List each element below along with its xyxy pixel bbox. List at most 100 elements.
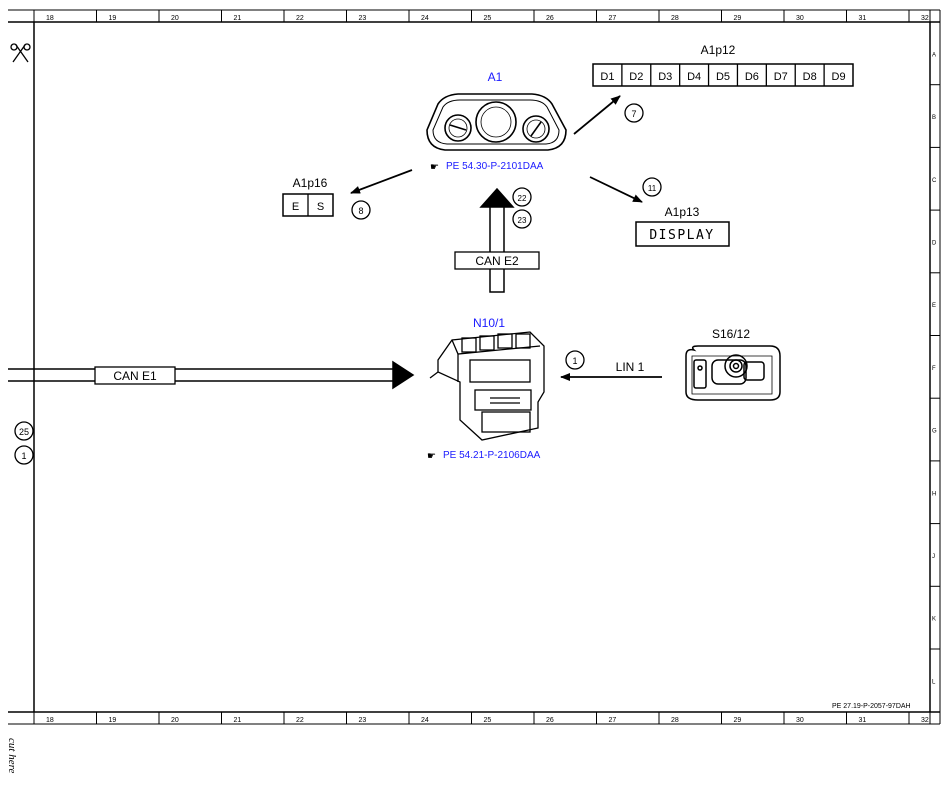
row-letter: A [932, 52, 936, 58]
column-number: 23 [359, 15, 367, 22]
can-e2-label: CAN E2 [475, 254, 519, 268]
arrow-a1-to-a1p16 [350, 169, 413, 194]
a1p16-cell: S [317, 201, 324, 213]
column-number: 27 [609, 717, 617, 724]
row-letter: C [932, 178, 937, 184]
callout-25: 25 [14, 421, 34, 441]
a1-reference-link[interactable]: PE 54.30-P-2101DAA [446, 161, 544, 172]
column-number: 26 [546, 717, 554, 724]
column-number: 32 [921, 15, 929, 22]
column-number: 32 [921, 717, 929, 724]
row-letter: E [932, 303, 936, 309]
svg-text:22: 22 [518, 194, 527, 203]
column-number: 30 [796, 717, 804, 724]
column-number: 26 [546, 15, 554, 22]
hand-pointer-icon: ☛ [427, 451, 436, 462]
svg-text:1: 1 [21, 451, 26, 461]
row-letter: L [932, 679, 936, 685]
column-number: 24 [421, 717, 429, 724]
a1p13-box [635, 221, 730, 247]
document-reference: PE 27.19-P-2057-97DAH [832, 703, 911, 710]
lin1-label: LIN 1 [616, 360, 645, 374]
row-letter: H [932, 491, 936, 497]
svg-text:11: 11 [648, 184, 657, 193]
row-letter: F [932, 366, 936, 372]
column-number: 22 [296, 15, 304, 22]
a1p12-cell: D7 [774, 71, 788, 83]
can-e2-label-box [454, 251, 540, 270]
can-e2-bus-arrow [479, 187, 515, 293]
svg-text:25: 25 [19, 427, 29, 437]
svg-text:8: 8 [358, 206, 363, 216]
column-number: 31 [859, 717, 867, 724]
column-number: 20 [171, 15, 179, 22]
column-number: 21 [234, 15, 242, 22]
a1-label: A1 [488, 70, 503, 84]
a1p12-cell: D5 [716, 71, 730, 83]
arrow-a1-to-a1p12 [573, 95, 621, 135]
row-letter: G [932, 429, 937, 435]
a1p13-label: A1p13 [665, 205, 700, 219]
can-e1-label-box [94, 366, 176, 385]
callout-1-lin: 1 [565, 350, 585, 370]
column-number: 29 [734, 717, 742, 724]
a1p12-cell: D4 [687, 71, 701, 83]
a1p12-box [592, 63, 854, 87]
callout-22: 22 [512, 187, 532, 207]
a1p16-cell: E [292, 201, 299, 213]
column-number: 28 [671, 717, 679, 724]
can-e1-bus-arrow [8, 360, 415, 390]
column-number: 19 [109, 717, 117, 724]
a1p16-label: A1p16 [293, 176, 328, 190]
column-number: 31 [859, 15, 867, 22]
column-number: 18 [46, 15, 54, 22]
column-number: 29 [734, 15, 742, 22]
hand-pointer-icon: ☛ [430, 162, 439, 173]
column-number: 18 [46, 717, 54, 724]
svg-text:23: 23 [518, 216, 527, 225]
arrow-a1-to-a1p13 [589, 176, 643, 203]
a1p12-cell: D1 [600, 71, 614, 83]
svg-text:1: 1 [572, 356, 577, 366]
can-e1-label: CAN E1 [113, 369, 157, 383]
column-number: 22 [296, 717, 304, 724]
callout-1-left: 1 [14, 445, 34, 465]
a1p12-label: A1p12 [701, 43, 736, 57]
sam-module-icon [429, 331, 545, 441]
row-letter: J [932, 554, 935, 560]
column-number: 25 [484, 15, 492, 22]
cut-here-label: cut here [6, 738, 18, 774]
column-number: 21 [234, 717, 242, 724]
n10-1-reference-link[interactable]: PE 54.21-P-2106DAA [443, 450, 541, 461]
a1p12-cell: D3 [658, 71, 672, 83]
row-ticks: A B C D E F G H J K L [930, 21, 940, 685]
column-number: 20 [171, 717, 179, 724]
column-number: 28 [671, 15, 679, 22]
callout-7: 7 [624, 103, 644, 123]
row-letter: B [932, 115, 936, 121]
a1p13-display-text: DISPLAY [649, 228, 714, 243]
instrument-cluster-icon [426, 93, 567, 151]
a1p12-cell: D9 [832, 71, 846, 83]
scissors-icon [10, 43, 31, 63]
column-number: 27 [609, 15, 617, 22]
callout-23: 23 [512, 209, 532, 229]
n10-1-label: N10/1 [473, 316, 505, 330]
column-number: 19 [109, 15, 117, 22]
callout-11: 11 [642, 177, 662, 197]
a1p12-cell: D8 [803, 71, 817, 83]
column-number: 25 [484, 717, 492, 724]
switch-panel-icon [685, 345, 781, 401]
row-letter: D [932, 240, 937, 246]
row-letter: K [932, 617, 936, 623]
a1p12-cells: D1 D2 D3 D4 D5 D6 D7 D8 D9 [600, 64, 846, 86]
a1p12-cell: D2 [629, 71, 643, 83]
a1p12-cell: D6 [745, 71, 759, 83]
column-number: 24 [421, 15, 429, 22]
callout-8: 8 [351, 200, 371, 220]
drawing-frame [8, 9, 941, 725]
column-number: 23 [359, 717, 367, 724]
